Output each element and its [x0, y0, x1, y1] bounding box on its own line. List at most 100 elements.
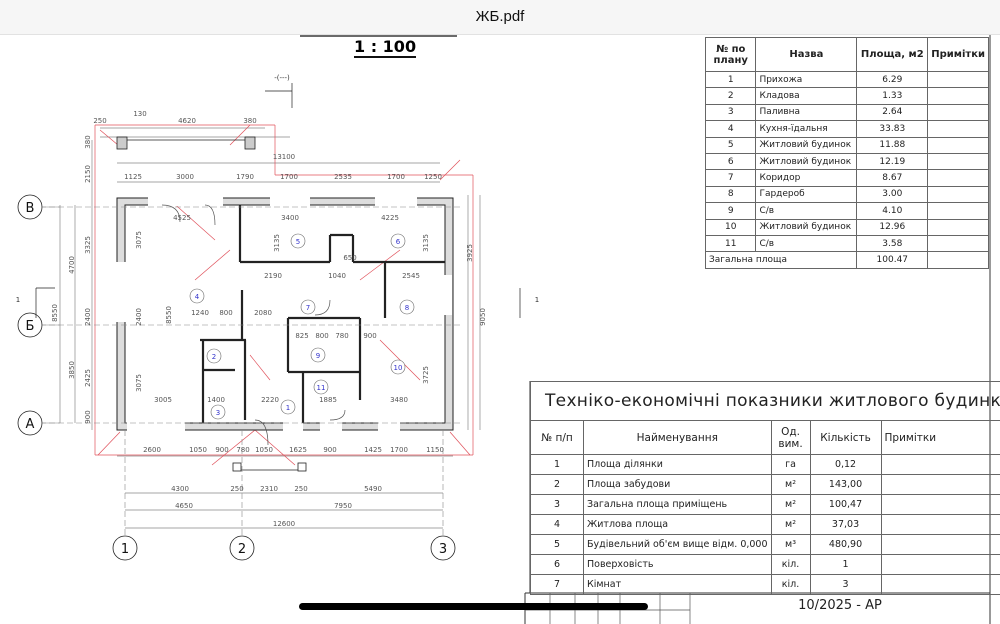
cell-unit: м²	[770, 474, 811, 495]
dimension-label: 780	[236, 446, 249, 454]
dimension-label: 4700	[68, 256, 76, 274]
dimension-label: 3925	[466, 244, 474, 262]
cell-qty: 480,90	[809, 534, 882, 555]
window-opening	[283, 420, 303, 432]
cell-area: 4.10	[856, 202, 929, 220]
rooms-total-row: Загальна площа 100.47	[704, 251, 989, 269]
cell-note	[880, 454, 1000, 475]
dimension-label: 3725	[422, 366, 430, 384]
cell-area: 12.96	[856, 218, 929, 236]
cell-name: Паливна	[755, 103, 858, 122]
dimension-label: 2400	[135, 308, 143, 326]
room-marker	[310, 347, 326, 363]
dimension-label: 250	[294, 485, 307, 493]
room-number: 5	[296, 238, 300, 246]
red-guide-line	[229, 124, 251, 146]
dimension-label: 800	[219, 309, 232, 317]
cell-area: 6.29	[856, 70, 929, 89]
dimension-label: 250	[93, 117, 106, 125]
window-opening	[440, 275, 452, 315]
axis-label: 3	[439, 542, 447, 557]
tep-table: Техніко-економічні показники житлового б…	[529, 381, 1000, 595]
tep-title: Техніко-економічні показники житлового б…	[529, 381, 1000, 421]
red-guide-line	[211, 429, 256, 466]
cell-note	[927, 70, 989, 89]
cell-note	[880, 534, 1000, 555]
cell-n: 4	[530, 514, 584, 535]
section-number: 1	[16, 296, 20, 304]
cell-area: 11.88	[856, 136, 929, 154]
cell-note	[927, 103, 989, 122]
cell-note	[927, 87, 989, 105]
red-guide-line	[439, 159, 461, 181]
cell-note	[880, 494, 1000, 515]
dimension-label: 1790	[236, 173, 254, 181]
cell-area: 3.00	[856, 185, 929, 204]
room-number: 11	[317, 384, 326, 392]
room-marker	[313, 379, 329, 395]
header-unit: Од. вим.	[770, 420, 811, 455]
dimension-label: 9050	[479, 308, 487, 326]
room-marker	[390, 233, 406, 249]
dimension-label: 12600	[273, 520, 295, 528]
cell-name: Загальна площа приміщень	[583, 494, 772, 515]
red-guide-line	[249, 354, 271, 381]
dimension-label: 1050	[255, 446, 273, 454]
dimension-label: 1125	[124, 173, 142, 181]
dimension-label: 1700	[280, 173, 298, 181]
cell-n: 5	[704, 136, 757, 154]
cell-note	[927, 218, 989, 236]
room-number: 2	[212, 353, 216, 361]
dimension-label: 380	[243, 117, 256, 125]
cell-name: Площа забудови	[583, 474, 772, 495]
cell-n: 3	[704, 103, 757, 122]
dimension-label: 1700	[387, 173, 405, 181]
axis-label: 1	[121, 542, 129, 557]
dimension-label: 2600	[143, 446, 161, 454]
window-opening	[148, 196, 223, 206]
dimension-label: 4650	[175, 502, 193, 510]
cell-name: Кладова	[755, 87, 858, 105]
red-guide-line	[359, 249, 401, 281]
cell-name: Будівельний об'єм вище відм. 0,000	[583, 534, 772, 555]
dimension-label: 1250	[424, 173, 442, 181]
cell-n: 7	[704, 169, 757, 187]
window-opening	[115, 262, 127, 322]
header-name: Назва	[755, 37, 858, 72]
dimension-label: 1885	[319, 396, 337, 404]
door-swing	[329, 409, 346, 421]
dimension-label: 1625	[289, 446, 307, 454]
header-quantity: Кількість	[809, 420, 882, 455]
cell-unit: кіл.	[770, 554, 811, 575]
cell-n: 2	[704, 87, 757, 105]
dimension-label: 2400	[84, 308, 92, 326]
red-guide-line	[99, 129, 119, 146]
cell-area: 2.64	[856, 103, 929, 122]
cell-name: С/в	[755, 234, 858, 253]
cell-note	[927, 234, 989, 253]
cell-note	[880, 474, 1000, 495]
dimension-label: 2425	[84, 369, 92, 387]
section-number: 1	[535, 296, 539, 304]
dimension-label: 4225	[381, 214, 399, 222]
porch-column	[297, 462, 307, 472]
header-number: № по плану	[704, 37, 757, 72]
cell-n: 11	[704, 234, 757, 253]
cell-note	[880, 554, 1000, 575]
cell-name: Поверховість	[583, 554, 772, 575]
home-indicator[interactable]	[299, 603, 648, 610]
dimension-label: 8550	[51, 304, 59, 322]
cell-area: 8.67	[856, 169, 929, 187]
room-marker	[280, 399, 296, 415]
